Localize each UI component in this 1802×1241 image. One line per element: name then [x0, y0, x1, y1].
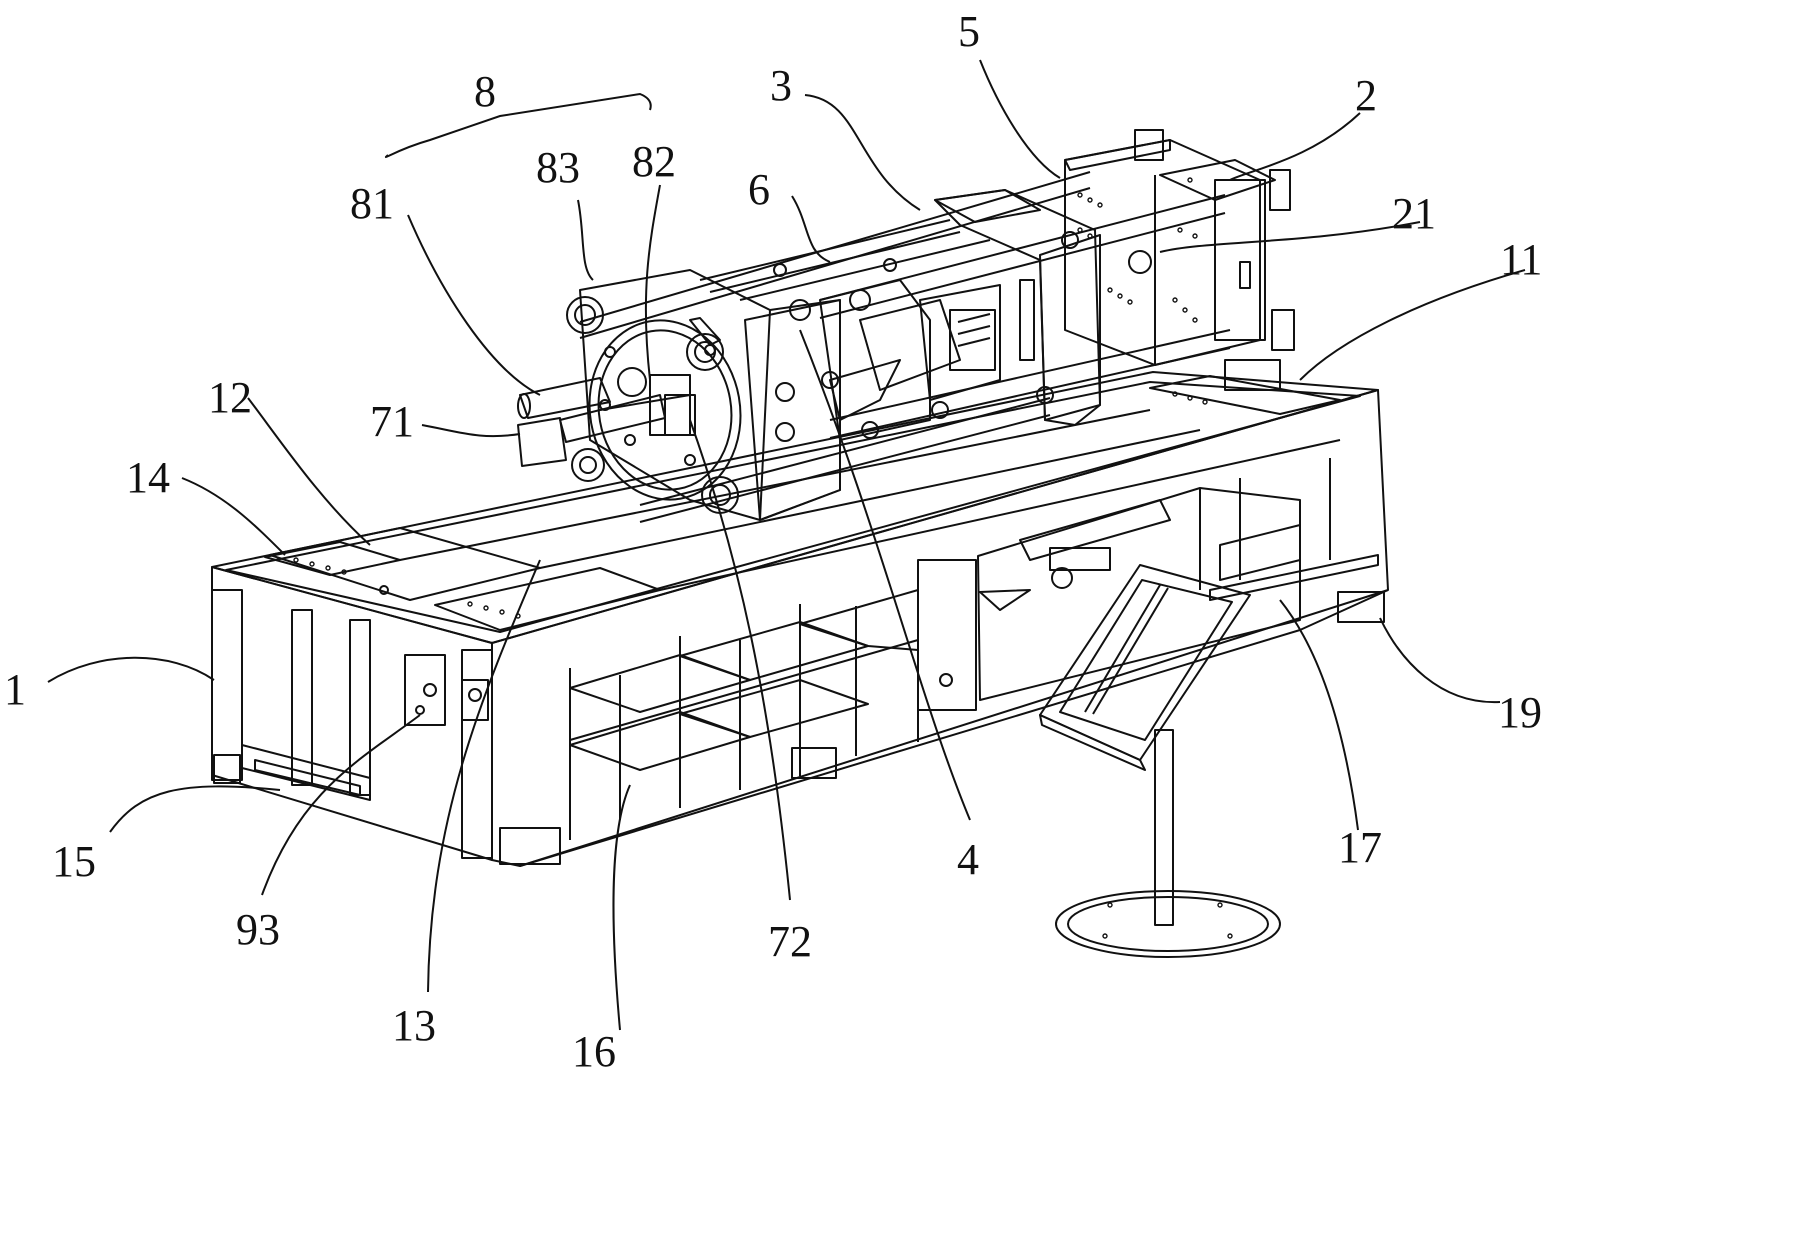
label-3: 3: [770, 61, 792, 110]
label-12: 12: [208, 373, 252, 422]
toggle-mechanism: [699, 219, 1001, 441]
label-1: 1: [4, 665, 26, 714]
rotary-table: [517, 296, 742, 514]
front-platen: [579, 269, 841, 521]
cabinet-compartments: [569, 572, 919, 840]
operator-panel: [1039, 564, 1281, 958]
label-81: 81: [350, 179, 394, 228]
label-6: 6: [748, 165, 770, 214]
label-14: 14: [126, 453, 170, 502]
label-13: 13: [392, 1001, 436, 1050]
label-8: 8: [474, 67, 496, 116]
label-93: 93: [236, 905, 280, 954]
rear-platen: [1064, 129, 1295, 391]
leader-lines: [47, 59, 1526, 1031]
label-5: 5: [958, 7, 980, 56]
part-labels: 8 5 3 2 83 82 81 6 21 11 12 71 14 1 19 1…: [4, 7, 1542, 1076]
label-71: 71: [370, 397, 414, 446]
label-16: 16: [572, 1027, 616, 1076]
label-2: 2: [1355, 71, 1377, 120]
label-17: 17: [1338, 823, 1382, 872]
label-15: 15: [52, 837, 96, 886]
label-21: 21: [1392, 189, 1436, 238]
machine-drawing: 8 5 3 2 83 82 81 6 21 11 12 71 14 1 19 1…: [4, 7, 1542, 1076]
label-11: 11: [1500, 235, 1542, 284]
base-frame: [211, 371, 1389, 867]
label-72: 72: [768, 917, 812, 966]
label-83: 83: [536, 143, 580, 192]
platen-bolt-holes: [1077, 177, 1198, 323]
label-4: 4: [957, 835, 979, 884]
label-82: 82: [632, 137, 676, 186]
tie-bars: [579, 171, 1231, 523]
moving-platen: [934, 189, 1101, 426]
label-19: 19: [1498, 688, 1542, 737]
